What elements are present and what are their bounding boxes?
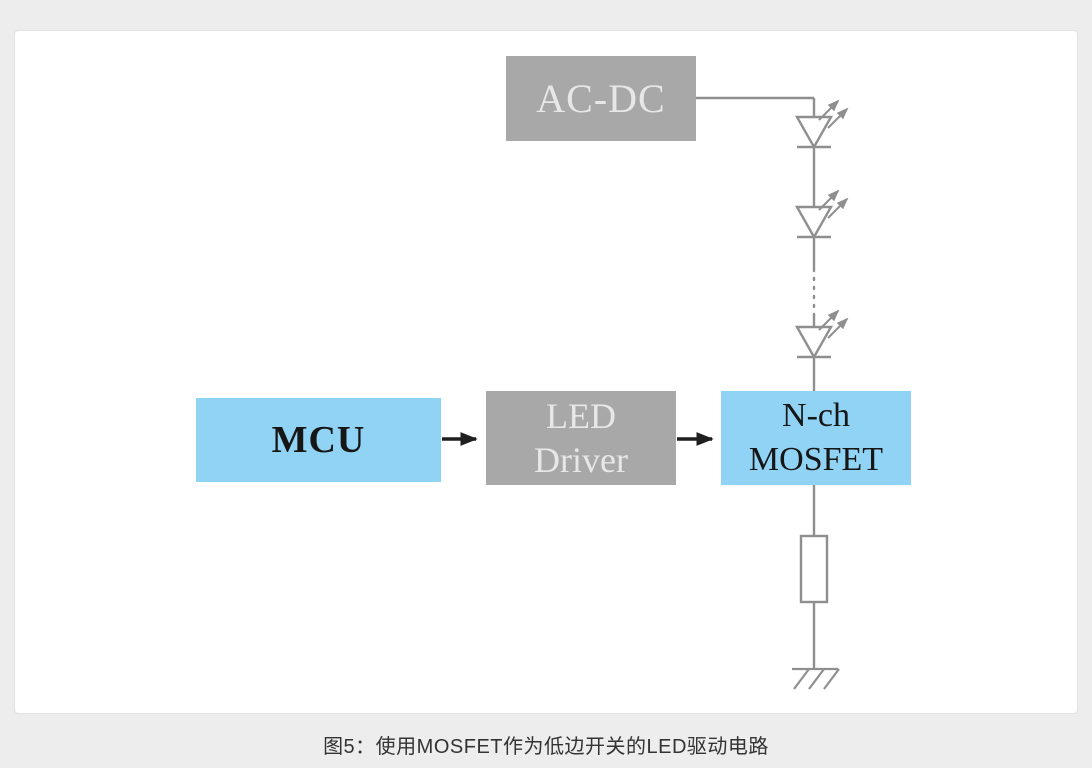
- led-icon: [797, 311, 847, 357]
- block-acdc: AC-DC: [506, 56, 696, 141]
- block-acdc-label: AC-DC: [536, 76, 666, 121]
- ground-icon: [792, 667, 840, 690]
- led-icon: [797, 191, 847, 237]
- block-mcu-label: MCU: [271, 419, 366, 461]
- block-led-driver-label-line1: LED: [546, 396, 616, 436]
- resistor-icon: [799, 534, 829, 604]
- block-mcu: MCU: [196, 398, 441, 482]
- diagram-canvas: AC-DC MCU LED Driver N-ch MOSFET: [14, 30, 1078, 714]
- block-nch-mosfet: N-ch MOSFET: [721, 391, 911, 485]
- block-led-driver-label-line2: Driver: [534, 440, 628, 480]
- led-icon: [797, 101, 847, 147]
- block-led-driver: LED Driver: [486, 391, 676, 485]
- block-nch-mosfet-label-line2: MOSFET: [748, 441, 884, 478]
- figure-caption: 图5：使用MOSFET作为低边开关的LED驱动电路: [323, 736, 769, 758]
- block-nch-mosfet-label-line1: N-ch: [782, 397, 850, 434]
- circuit-wiring-layer: [442, 96, 1079, 690]
